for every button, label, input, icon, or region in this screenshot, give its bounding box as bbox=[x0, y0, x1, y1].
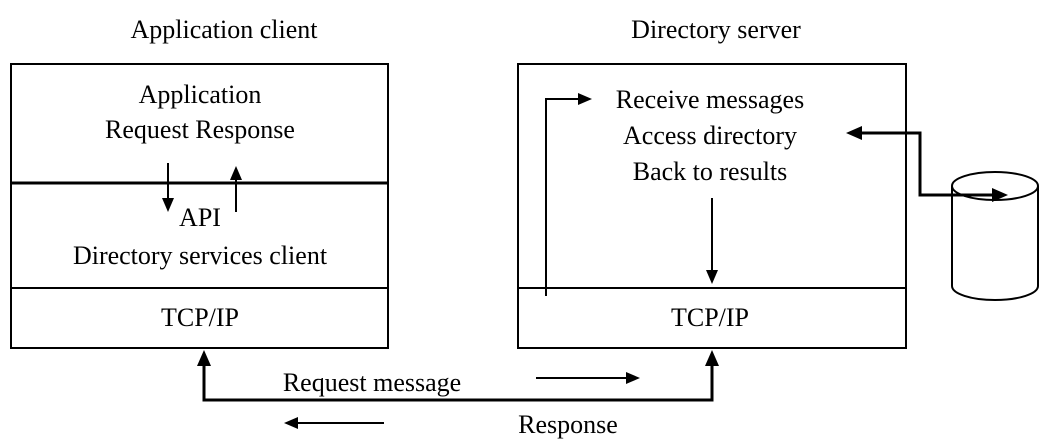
database-link-line bbox=[858, 131, 994, 197]
server-receive-arrowhead bbox=[578, 93, 592, 105]
network-link-line bbox=[202, 364, 714, 402]
database-cylinder-icon bbox=[951, 171, 1039, 301]
server-tcp-arrowhead bbox=[705, 350, 719, 366]
client-services-label: Directory services client bbox=[73, 241, 328, 270]
response-label: Response bbox=[518, 410, 618, 439]
request-message-label: Request message bbox=[283, 368, 461, 397]
database-link bbox=[846, 126, 1008, 202]
server-step-access: Access directory bbox=[623, 121, 797, 150]
database-arrowhead bbox=[992, 188, 1008, 202]
server-step-back: Back to results bbox=[633, 157, 788, 186]
server-title: Directory server bbox=[631, 15, 801, 44]
access-directory-arrowhead bbox=[846, 126, 862, 140]
client-tcp-arrowhead bbox=[197, 350, 211, 366]
client-app-line2: Request Response bbox=[105, 115, 295, 144]
response-direction-arrowhead bbox=[284, 417, 298, 429]
server-box-outline bbox=[517, 63, 907, 349]
client-api-label: API bbox=[179, 203, 221, 232]
network-link: Request message Response bbox=[197, 350, 719, 439]
server-box: Receive messages Access directory Back t… bbox=[517, 63, 907, 349]
client-title: Application client bbox=[130, 15, 318, 44]
client-box: Application Request Response API Directo… bbox=[10, 63, 389, 349]
client-box-outline bbox=[10, 63, 389, 349]
client-response-up-arrowhead bbox=[230, 166, 242, 180]
server-results-down-arrowhead bbox=[706, 270, 718, 284]
client-request-down-arrowhead bbox=[162, 198, 174, 212]
client-tcp-label: TCP/IP bbox=[161, 303, 239, 332]
server-receive-arrow bbox=[545, 98, 580, 296]
database-cylinder-top bbox=[951, 171, 1039, 201]
database-cylinder-body bbox=[951, 186, 1039, 301]
server-tcp-label: TCP/IP bbox=[671, 303, 749, 332]
client-app-line1: Application bbox=[139, 80, 262, 109]
server-step-receive: Receive messages bbox=[616, 85, 804, 114]
request-direction-arrowhead bbox=[626, 372, 640, 384]
